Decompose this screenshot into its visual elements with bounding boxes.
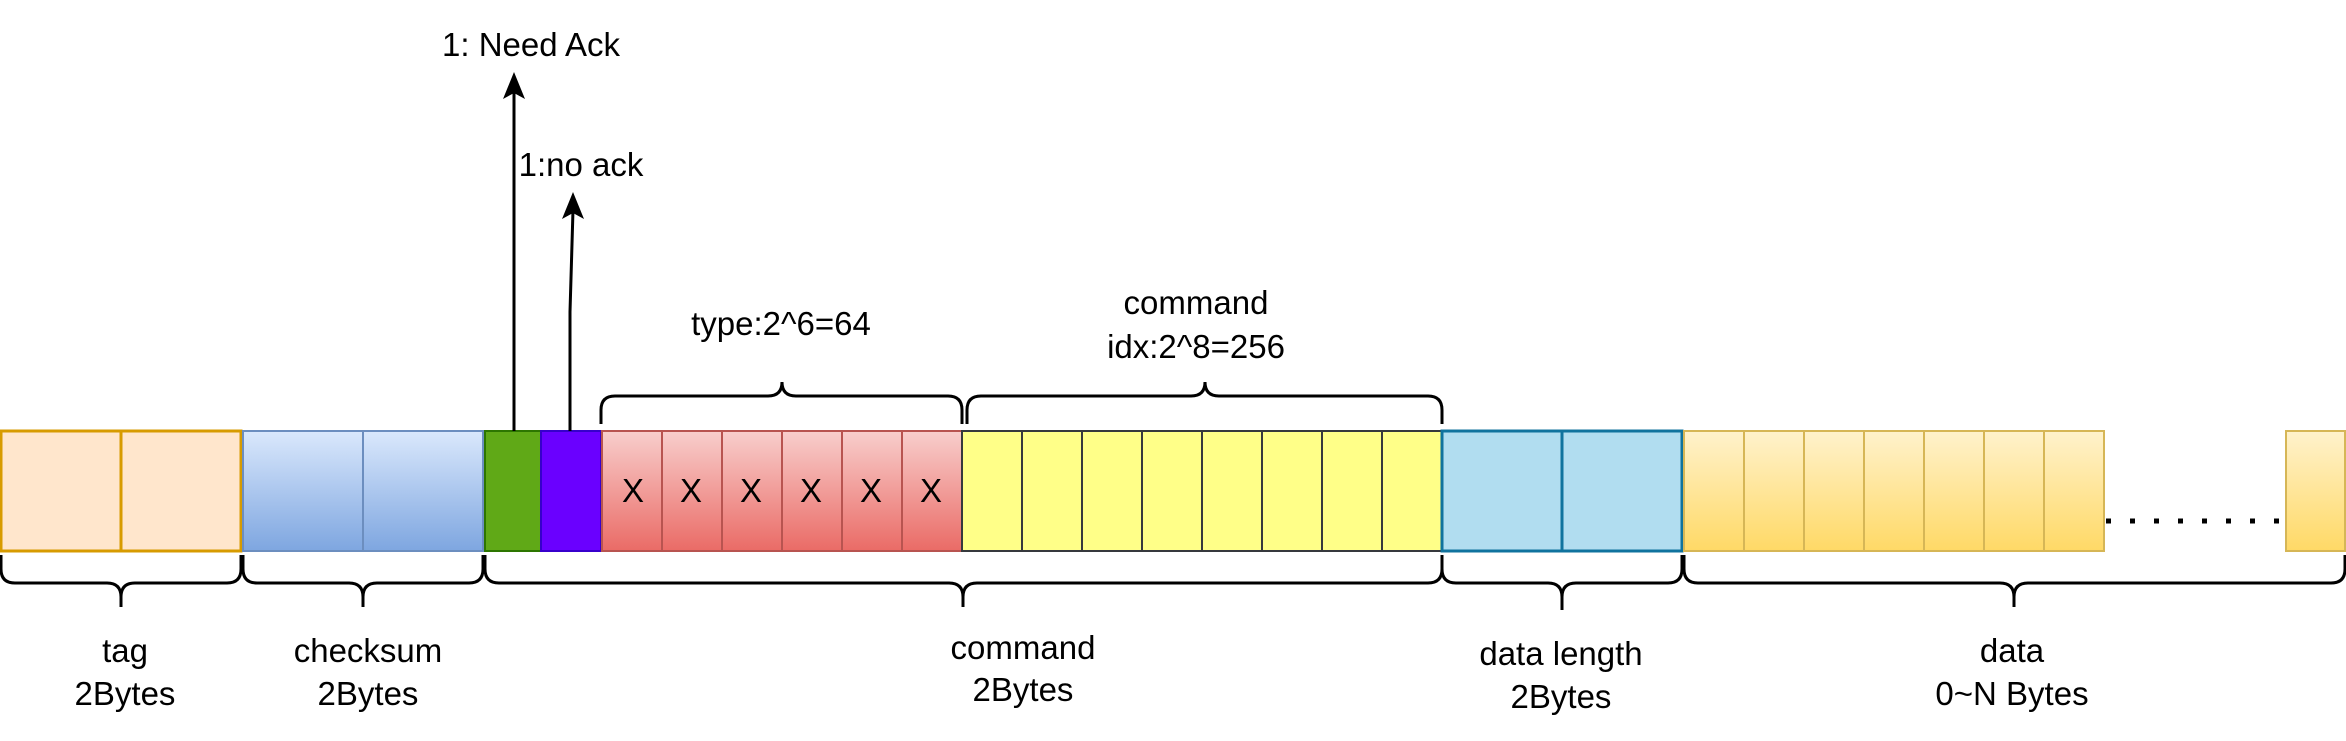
tag-byte-1: [0, 429, 123, 553]
type-bit-3-mark: X: [740, 472, 762, 509]
command-idx-bits: [961, 430, 1443, 552]
data-field: [1683, 430, 2346, 552]
data-byte-4: [1863, 430, 1925, 552]
checksum-name-label: checksum: [294, 632, 443, 669]
idx-bit-5: [1201, 430, 1263, 552]
idx-bit-3: [1081, 430, 1143, 552]
no-ack-arrow: [562, 192, 584, 431]
data-byte-2: [1743, 430, 1805, 552]
type-bits: X X X X X X: [601, 430, 963, 552]
type-bit-5-mark: X: [860, 472, 882, 509]
tag-byte-2: [119, 429, 243, 553]
type-bit-2: [661, 430, 723, 552]
tag-name-label: tag: [102, 632, 148, 669]
checksum-size-label: 2Bytes: [318, 675, 419, 712]
data-name-label: data: [1980, 632, 2045, 669]
command-idx-brace: [965, 381, 1444, 424]
type-brace: [599, 381, 964, 424]
type-bit-4-mark: X: [800, 472, 822, 509]
idx-bit-6: [1261, 430, 1323, 552]
type-bit-1-mark: X: [622, 472, 644, 509]
data-size-label: 0~N Bytes: [1935, 675, 2088, 712]
need-ack-arrowhead: [503, 72, 525, 99]
command-idx-label-line1: command: [1124, 284, 1269, 321]
type-label: type:2^6=64: [691, 305, 871, 342]
no-ack-arrowhead: [562, 192, 584, 219]
type-bit-6-mark: X: [920, 472, 942, 509]
data-byte-7: [2043, 430, 2105, 552]
checksum-byte-1: [242, 430, 364, 552]
data-length-byte-2: [1560, 429, 1684, 553]
need-ack-label: 1: Need Ack: [442, 26, 620, 63]
data-length-byte-1: [1440, 429, 1564, 553]
data-brace: [1682, 555, 2346, 607]
command-idx-label-line2: idx:2^8=256: [1107, 328, 1285, 365]
no-ack-label: 1:no ack: [519, 146, 644, 183]
no-ack-bit: [540, 430, 602, 552]
checksum-field: [242, 430, 484, 552]
data-byte-3: [1803, 430, 1865, 552]
checksum-brace: [241, 555, 485, 607]
data-length-brace: [1440, 555, 1684, 610]
idx-bit-8: [1381, 430, 1443, 552]
idx-bit-4: [1141, 430, 1203, 552]
command-size-label: 2Bytes: [973, 671, 1074, 708]
idx-bit-7: [1321, 430, 1383, 552]
data-length-size-label: 2Bytes: [1511, 678, 1612, 715]
data-byte-1: [1683, 430, 1745, 552]
checksum-byte-2: [362, 430, 484, 552]
data-length-name-label: data length: [1479, 635, 1642, 672]
data-byte-5: [1923, 430, 1985, 552]
need-ack-arrow: [503, 72, 525, 431]
type-bit-2-mark: X: [680, 472, 702, 509]
command-brace: [483, 555, 1444, 607]
data-byte-6: [1983, 430, 2045, 552]
tag-field: [0, 429, 243, 553]
type-bit-3: [721, 430, 783, 552]
idx-bit-2: [1021, 430, 1083, 552]
tag-brace: [0, 555, 243, 607]
type-bit-6: [901, 430, 963, 552]
command-field: X X X X X X: [484, 430, 1443, 552]
data-length-field: [1440, 429, 1684, 553]
data-byte-last: [2285, 430, 2346, 552]
idx-bit-1: [961, 430, 1023, 552]
command-name-label: command: [951, 629, 1096, 666]
tag-size-label: 2Bytes: [75, 675, 176, 712]
need-ack-bit: [484, 430, 542, 552]
type-bit-5: [841, 430, 903, 552]
type-bit-1: [601, 430, 663, 552]
